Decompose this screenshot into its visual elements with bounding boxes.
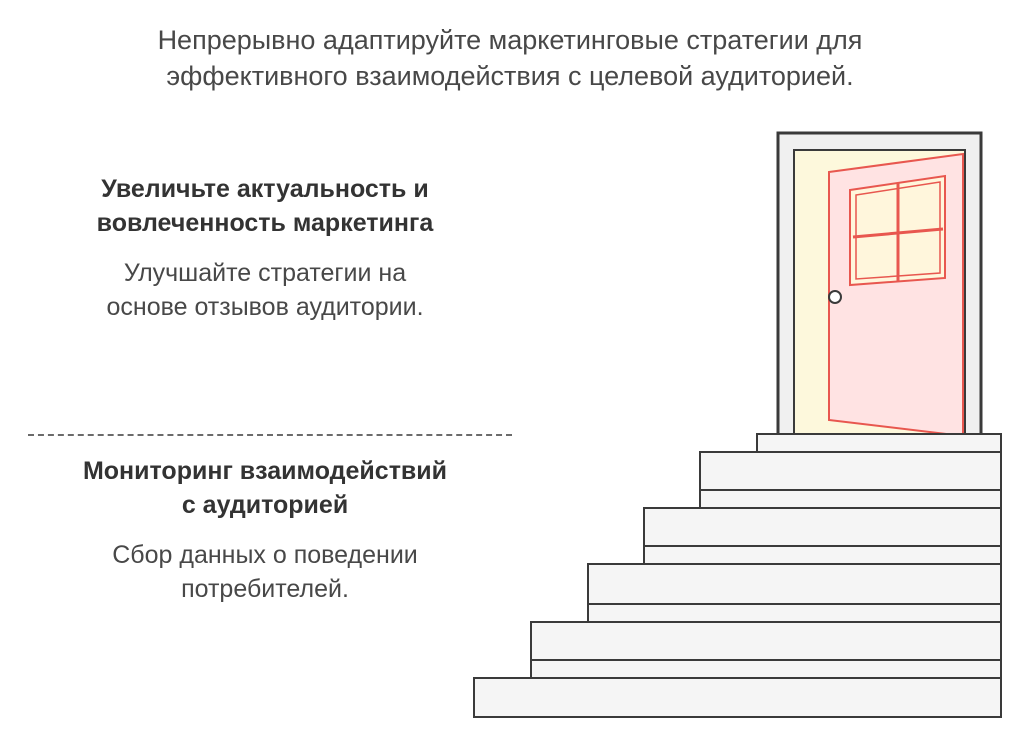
stair-riser xyxy=(530,621,1002,661)
staircase-icon xyxy=(473,433,1002,718)
stair-tread xyxy=(530,659,1002,679)
open-door-icon xyxy=(828,152,964,438)
step-top: Увеличьте актуальность и вовлеченность м… xyxy=(20,172,510,324)
door-knob-icon xyxy=(828,290,842,304)
stair-riser xyxy=(587,563,1002,605)
step-top-heading: Увеличьте актуальность и вовлеченность м… xyxy=(96,175,434,237)
stair-riser xyxy=(643,507,1002,547)
dashed-divider xyxy=(28,434,512,436)
stair-riser xyxy=(473,677,1002,718)
step-bottom-heading: Мониторинг взаимодействий с аудиторией xyxy=(82,457,448,519)
stair-tread xyxy=(756,433,1002,453)
stair-tread xyxy=(699,489,1002,509)
step-top-description: Улучшайте стратегии на основе отзывов ау… xyxy=(106,259,424,321)
page-title: Непрерывно адаптируйте маркетинговые стр… xyxy=(157,25,863,91)
step-bottom-description: Сбор данных о поведении потребителей. xyxy=(112,541,418,603)
stair-riser xyxy=(699,451,1002,491)
stair-tread xyxy=(643,545,1002,565)
step-bottom: Мониторинг взаимодействий с аудиторией С… xyxy=(20,454,510,606)
stair-tread xyxy=(587,603,1002,623)
